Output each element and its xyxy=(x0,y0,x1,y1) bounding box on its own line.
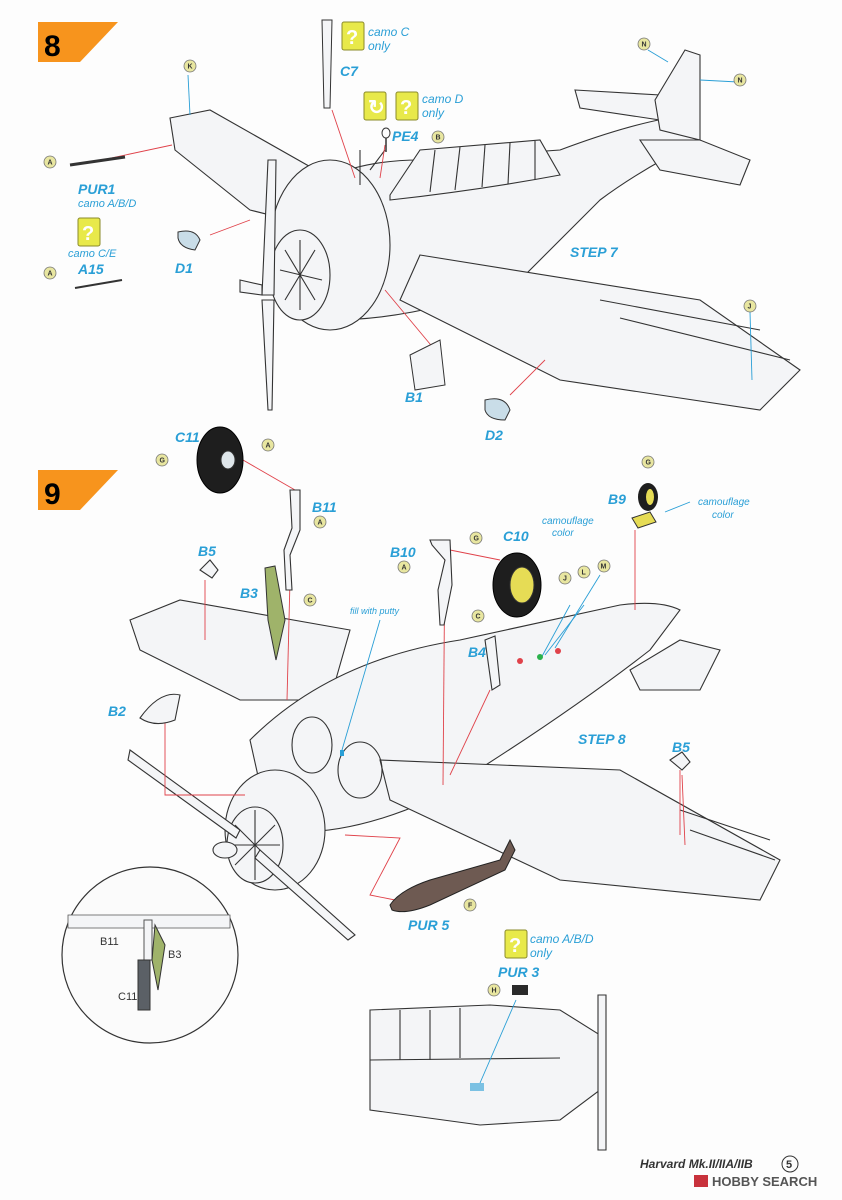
paint-peg-icon xyxy=(733,73,747,87)
paint-code-label: G xyxy=(160,458,166,465)
svg-text:?: ? xyxy=(400,97,412,119)
label-step7: STEP 7 xyxy=(570,244,619,260)
svg-text:?: ? xyxy=(82,223,94,245)
label-c10: C10 xyxy=(503,528,529,544)
label-c7: C7 xyxy=(340,63,359,79)
label-c11: C11 xyxy=(175,429,200,445)
note-pe4-1: camo D xyxy=(422,92,464,106)
warning-marker-icon xyxy=(341,21,365,51)
label-d2: D2 xyxy=(485,427,503,443)
watermark: HOBBY SEARCH xyxy=(712,1174,817,1189)
paint-code-label: N xyxy=(738,78,743,85)
step-9-parts xyxy=(139,426,691,995)
step-8-parts xyxy=(69,19,511,421)
footer: Harvard Mk.II/IIA/IIB 5 HOBBY SEARCH xyxy=(640,1155,817,1189)
label-pe4: PE4 xyxy=(392,128,419,144)
step-9-aircraft xyxy=(127,599,781,941)
label-b2: B2 xyxy=(108,703,126,719)
note-c7-2: only xyxy=(368,39,391,53)
paint-code-label: C xyxy=(476,614,481,621)
step-8-paint-codes: A A K B N N J xyxy=(43,37,757,313)
label-step8: STEP 8 xyxy=(578,731,626,747)
step-9-number: 9 xyxy=(44,478,61,511)
label-pur1: PUR1 xyxy=(78,181,116,197)
label-b5a: B5 xyxy=(198,543,216,559)
label-b4: B4 xyxy=(468,644,486,660)
footer-title: Harvard Mk.II/IIA/IIB xyxy=(640,1157,753,1171)
paint-peg-icon xyxy=(43,155,57,169)
step-9-badge: 9 xyxy=(38,470,118,511)
paint-code-label: B xyxy=(436,135,441,142)
warning-marker-icon xyxy=(395,91,419,121)
step-9-markers: ? xyxy=(504,929,528,959)
paint-code-label: K xyxy=(188,64,193,71)
step-9-labels: C11 B11 B3 B5 B10 C10 camouflage color B… xyxy=(108,429,750,980)
note-pur3-2: only xyxy=(530,946,553,960)
side-view-pur3 xyxy=(369,994,607,1151)
label-pur5: PUR 5 xyxy=(408,917,449,933)
paint-code-label: M xyxy=(601,564,607,571)
page-number: 5 xyxy=(786,1159,792,1171)
label-a15: A15 xyxy=(77,261,104,277)
paint-code-label: G xyxy=(646,460,652,467)
svg-text:↻: ↻ xyxy=(368,97,385,119)
note-b9-1: camouflage xyxy=(698,497,750,508)
inset-label-b3: B3 xyxy=(168,949,181,961)
detail-inset: B11 B3 C11 xyxy=(61,866,239,1044)
paint-code-label: G xyxy=(474,536,480,543)
paint-code-label: J xyxy=(563,576,567,583)
label-b9: B9 xyxy=(608,491,626,507)
paint-peg-icon xyxy=(183,59,197,73)
step-8-aircraft xyxy=(169,49,801,411)
paint-code-label: H xyxy=(492,988,497,995)
rotate-marker-icon xyxy=(363,91,387,121)
label-pur3: PUR 3 xyxy=(498,964,539,980)
label-b10: B10 xyxy=(390,544,416,560)
note-c10-1: camouflage xyxy=(542,516,594,527)
note-c10-2: color xyxy=(552,528,574,539)
note-putty: fill with putty xyxy=(350,606,400,616)
label-b3: B3 xyxy=(240,585,258,601)
warning-marker-icon xyxy=(77,217,101,247)
paint-code-label: C xyxy=(308,598,313,605)
note-a15: camo C/E xyxy=(68,248,117,260)
step-8-labels: PUR1 camo A/B/D camo C/E A15 D1 B1 D2 C7… xyxy=(68,25,619,443)
inset-label-b11: B11 xyxy=(100,936,119,948)
warning-marker-icon xyxy=(504,929,528,959)
paint-peg-icon xyxy=(637,37,651,51)
note-pur3-1: camo A/B/D xyxy=(530,932,594,946)
note-pe4-2: only xyxy=(422,106,445,120)
paint-code-label: N xyxy=(642,42,647,49)
paint-peg-icon xyxy=(43,266,57,280)
label-b1: B1 xyxy=(405,389,423,405)
note-pur1: camo A/B/D xyxy=(78,198,136,210)
paint-code-label: A xyxy=(266,443,271,450)
paint-code-label: A xyxy=(402,565,407,572)
step-8-markers: ? ? ↻ ? xyxy=(77,21,419,247)
paint-code-label: A xyxy=(48,271,53,278)
svg-text:?: ? xyxy=(346,27,358,49)
label-b5b: B5 xyxy=(672,739,690,755)
label-b11: B11 xyxy=(312,499,337,515)
paint-code-label: A xyxy=(48,160,53,167)
step-8-guide-lines xyxy=(87,109,546,396)
step-8-number: 8 xyxy=(44,30,61,63)
step-8-badge: 8 xyxy=(38,22,118,63)
step-9-paint-codes: G A A C G A G C J L M F H xyxy=(155,438,655,997)
paint-peg-icon xyxy=(431,130,445,144)
inset-label-c11: C11 xyxy=(118,991,137,1003)
svg-text:?: ? xyxy=(509,935,521,957)
paint-code-label: F xyxy=(468,903,473,910)
paint-peg-icon xyxy=(743,299,757,313)
paint-code-label: J xyxy=(748,304,752,311)
note-c7-1: camo C xyxy=(368,25,410,39)
label-d1: D1 xyxy=(175,260,193,276)
paint-code-label: L xyxy=(582,570,587,577)
watermark-logo-icon xyxy=(694,1175,708,1187)
note-b9-2: color xyxy=(712,510,734,521)
paint-code-label: A xyxy=(318,520,323,527)
